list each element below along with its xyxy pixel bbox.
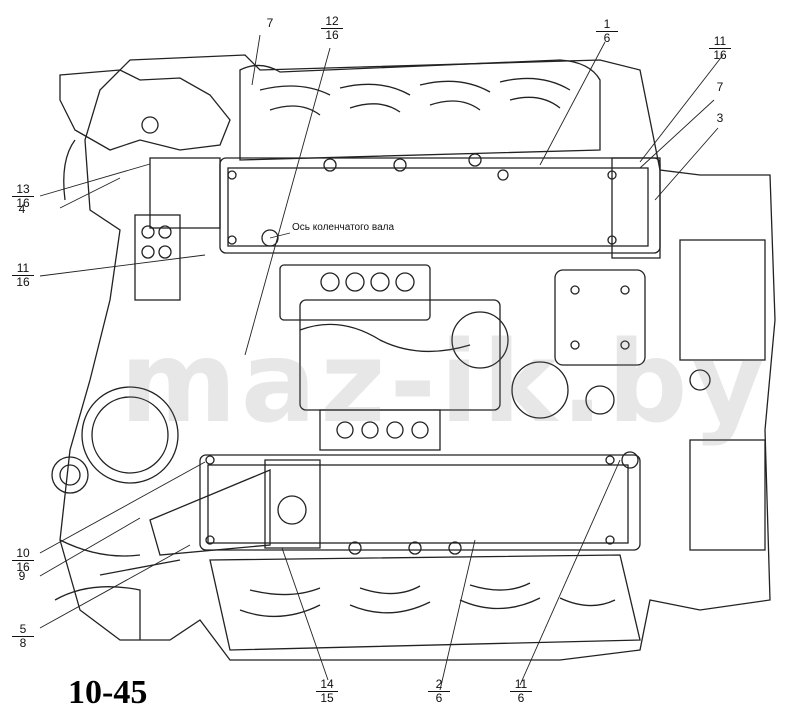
left-bracket [149,157,221,229]
engine-block-outline [59,54,776,661]
callout-4: 4 [18,202,26,216]
crankshaft-axis-note: Ось коленчатого вала [292,222,395,233]
fuel-pump [279,264,431,321]
bottom-rocker-cover [209,554,641,651]
top-rocker-cover [239,59,601,161]
callout-7-right: 7 [716,80,724,94]
callout-3: 3 [716,111,724,125]
manifold-studs [205,153,639,555]
leader-lines [39,34,724,691]
right-cover-plate [554,269,646,366]
callout-9: 9 [18,569,26,583]
lower-manifold [199,454,641,551]
right-bracket [611,157,661,259]
left-pulley [81,386,179,484]
turbocharger [59,69,231,151]
callout-7-top: 7 [266,16,274,30]
figure-number: 10-45 [68,674,148,711]
lower-bracket [264,459,321,549]
watermark: maz-ik.by [120,318,769,448]
